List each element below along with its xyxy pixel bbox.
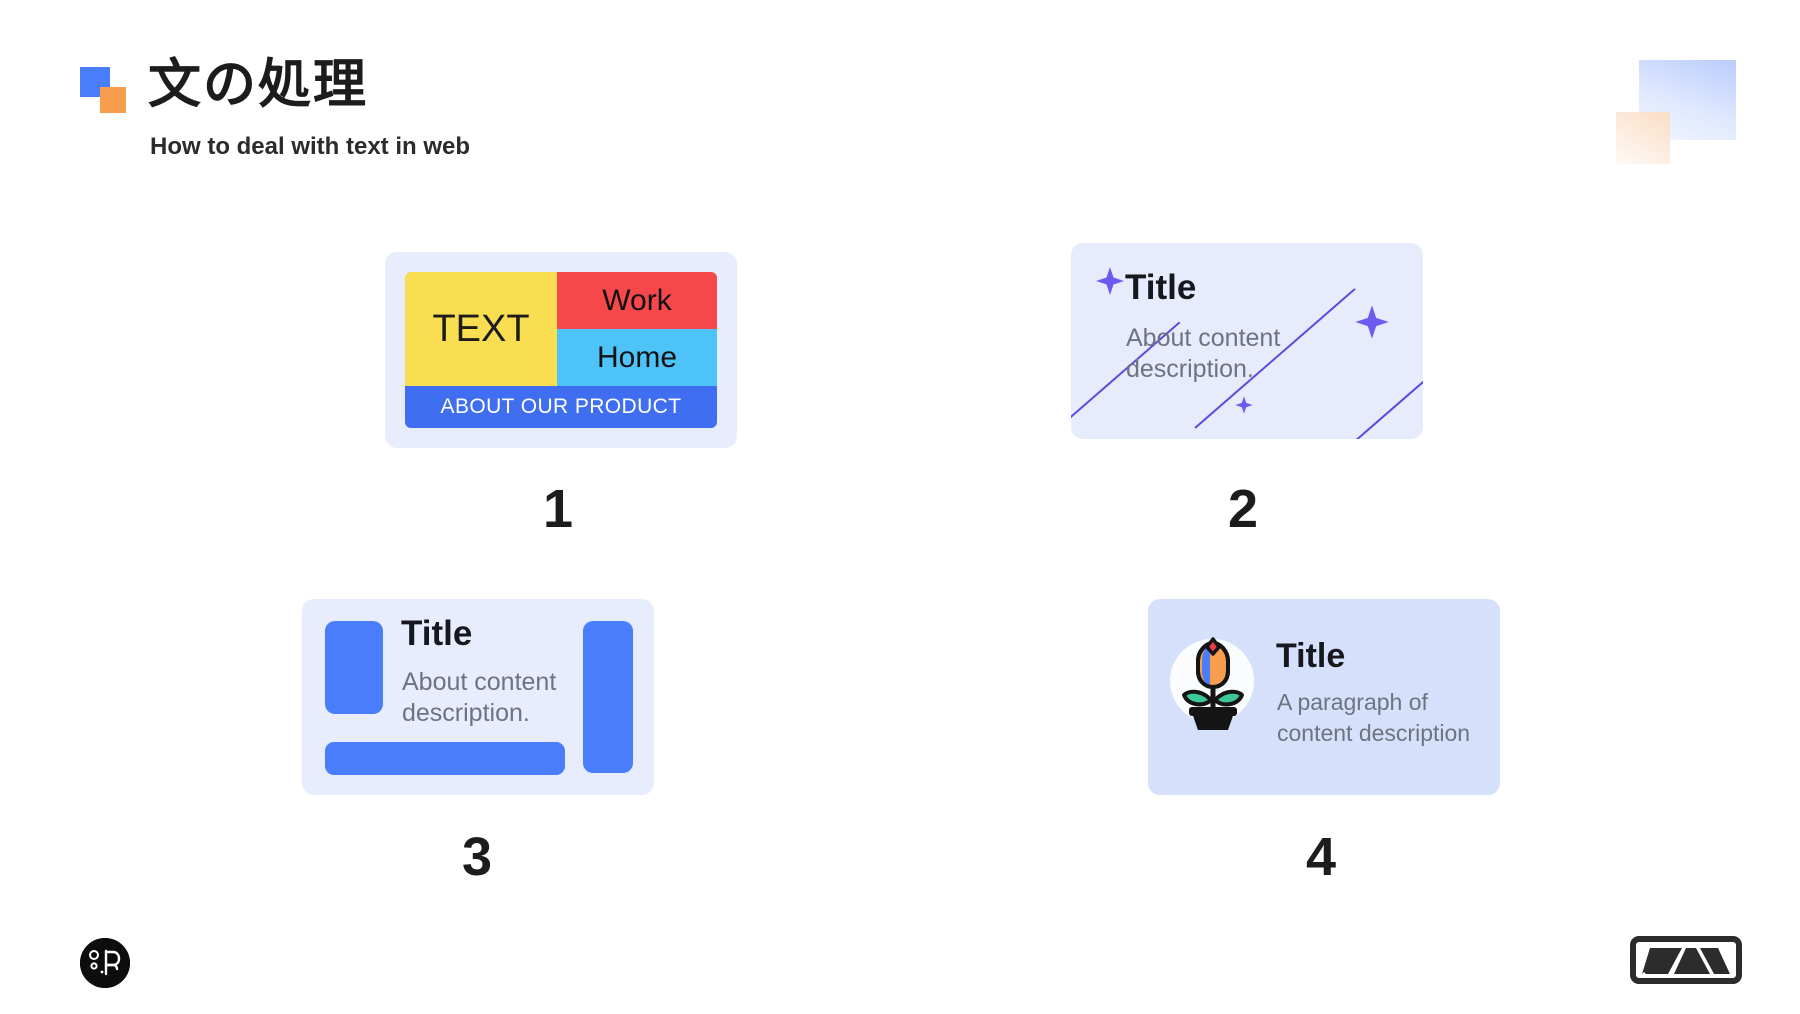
placeholder-block-left <box>325 621 383 714</box>
block-banner-label: ABOUT OUR PRODUCT <box>405 386 717 428</box>
page-subtitle: How to deal with text in web <box>150 133 471 160</box>
block-work-label: Work <box>557 272 717 329</box>
card-title: Title <box>1125 268 1197 307</box>
card-description: A paragraph of content description <box>1277 689 1471 747</box>
card-title: Title <box>401 614 473 653</box>
mountain-badge-logo-icon[interactable] <box>1630 936 1742 984</box>
block-text-label: TEXT <box>405 272 557 386</box>
color-blocks-card[interactable]: TEXT Work Home ABOUT OUR PRODUCT <box>385 252 737 448</box>
block-home-label: Home <box>557 329 717 386</box>
blue-blocks-card[interactable]: Title About content description. <box>302 599 654 795</box>
page-title: 文の処理 <box>148 55 368 114</box>
card-description: About content description. <box>1126 324 1281 384</box>
potted-tulip-icon <box>1176 637 1250 731</box>
sparkle-icon <box>1353 303 1391 341</box>
color-blocks-grid: TEXT Work Home ABOUT OUR PRODUCT <box>405 272 717 428</box>
circular-brand-logo-icon[interactable] <box>80 938 130 988</box>
sparkle-icon <box>1094 265 1126 297</box>
step-number-4: 4 <box>1305 827 1337 887</box>
card-description: About content description. <box>402 668 557 728</box>
gradient-square-orange-icon <box>1616 112 1670 164</box>
step-number-2: 2 <box>1227 479 1259 539</box>
logo-square-orange <box>100 87 126 113</box>
sparkle-card[interactable]: Title About content description. <box>1071 243 1423 439</box>
plant-icon-card[interactable]: Title A paragraph of content description <box>1148 599 1500 795</box>
square-stack-icon <box>80 67 126 113</box>
card-title: Title <box>1276 637 1346 675</box>
step-number-1: 1 <box>542 479 574 539</box>
placeholder-block-right <box>583 621 633 773</box>
step-number-3: 3 <box>461 827 493 887</box>
sparkle-icon <box>1234 395 1254 415</box>
placeholder-block-bottom <box>325 742 565 775</box>
